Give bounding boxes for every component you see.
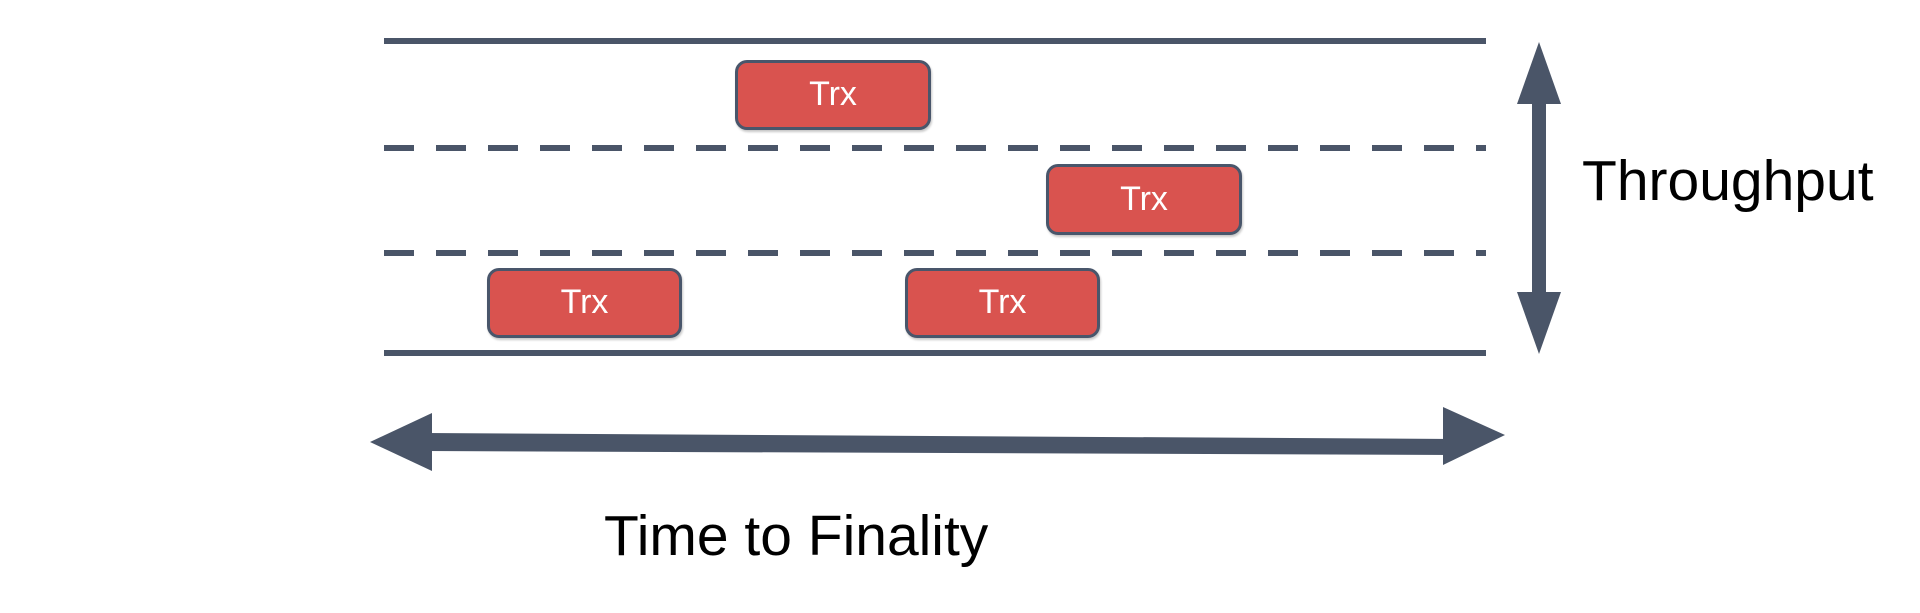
- transaction-box[interactable]: Trx: [1046, 164, 1242, 235]
- arrow-left-right-icon: [370, 407, 1505, 471]
- transaction-label: Trx: [560, 283, 609, 321]
- transaction-box[interactable]: Trx: [735, 60, 931, 130]
- arrow-up-down-icon: [1517, 42, 1561, 354]
- transaction-label: Trx: [809, 75, 857, 113]
- lane-line-top-boundary: [384, 38, 1486, 44]
- time-to-finality-axis-label: Time to Finality: [604, 504, 989, 568]
- transaction-label: Trx: [1120, 179, 1168, 218]
- transaction-label: Trx: [978, 283, 1027, 321]
- transaction-box[interactable]: Trx: [905, 268, 1100, 338]
- lane-line-divider-lower: [384, 250, 1486, 256]
- throughput-axis-label: Throughput: [1582, 149, 1874, 213]
- lane-line-divider-upper: [384, 145, 1486, 151]
- lane-line-bottom-boundary: [384, 350, 1486, 356]
- transaction-box[interactable]: Trx: [487, 268, 682, 338]
